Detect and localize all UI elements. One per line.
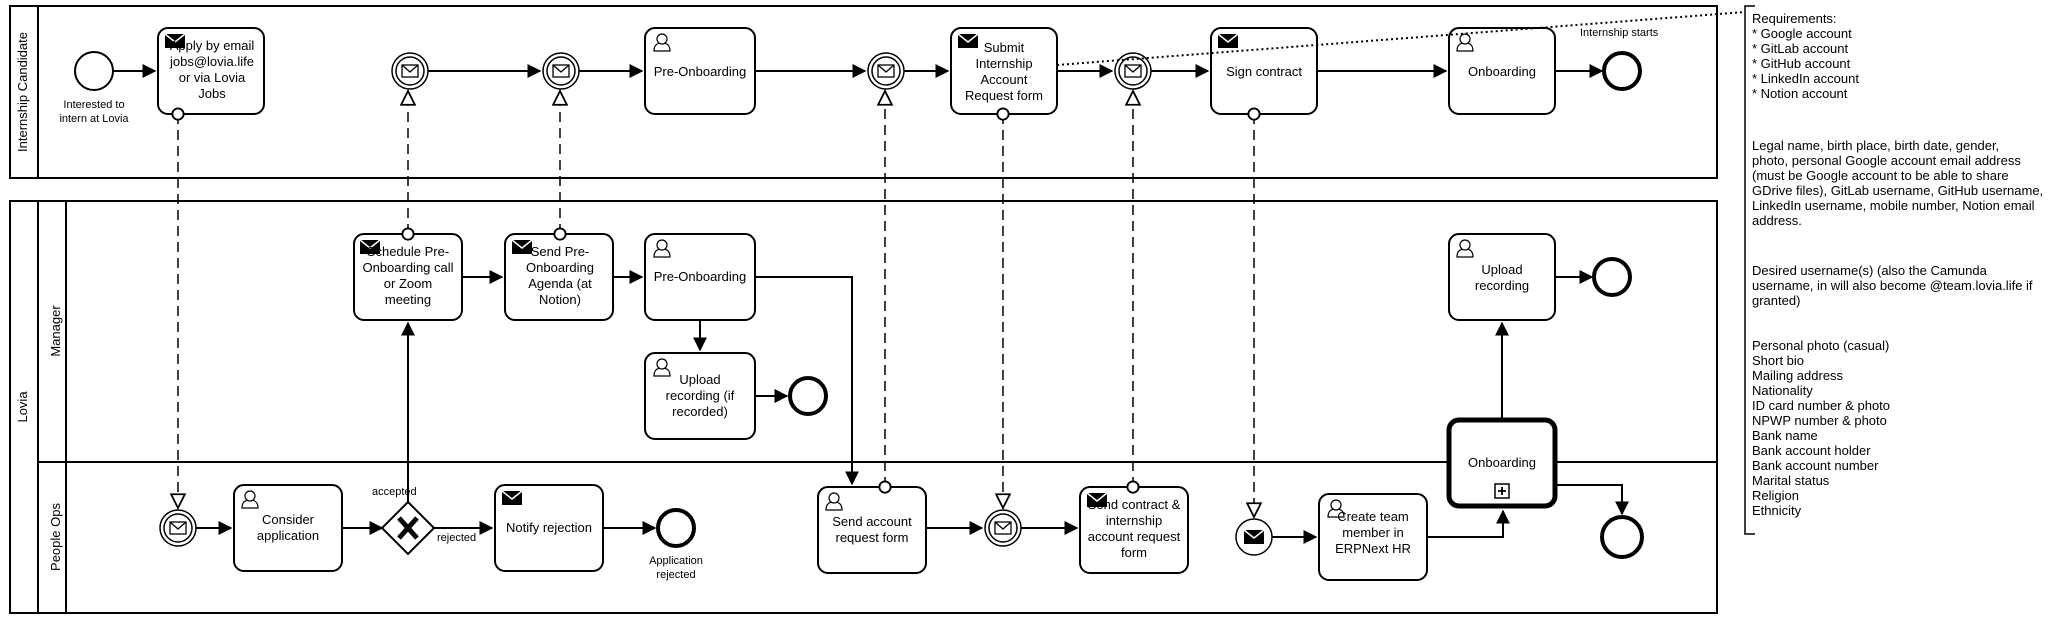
accepted-label: accepted: [372, 486, 417, 498]
text-annotation: Requirements:* Google account* GitLab ac…: [1752, 11, 2043, 518]
gateway-decision[interactable]: [380, 500, 436, 556]
catch-event-submitted-form[interactable]: [984, 509, 1022, 547]
lane-label-people-ops: People Ops: [48, 503, 63, 571]
pool-lovia: Lovia Manager People Ops: [9, 200, 1718, 614]
subprocess-onboarding[interactable]: Onboarding: [1446, 417, 1558, 509]
task-pre-onboarding-manager[interactable]: Pre-Onboarding: [644, 233, 756, 321]
pool-internship-candidate: Internship Candidate: [9, 5, 1718, 179]
catch-event-agenda[interactable]: [542, 52, 580, 90]
catch-event-schedule[interactable]: [391, 52, 429, 90]
end-event-application-rejected[interactable]: [656, 508, 696, 548]
svg-text:Onboarding: Onboarding: [1468, 455, 1536, 470]
svg-text:Sign contract: Sign contract: [1226, 64, 1302, 79]
catch-event-contract[interactable]: [1114, 52, 1152, 90]
task-notify-rejection[interactable]: Notify rejection: [494, 484, 604, 572]
svg-text:Pre-Onboarding: Pre-Onboarding: [654, 269, 747, 284]
task-sign-contract[interactable]: Sign contract: [1210, 27, 1318, 115]
rejected-label: rejected: [437, 532, 476, 544]
start-event-candidate[interactable]: [74, 51, 114, 91]
catch-event-application[interactable]: [159, 509, 197, 547]
task-onboarding-candidate[interactable]: Onboarding: [1448, 27, 1556, 115]
pool-label-candidate: Internship Candidate: [15, 32, 30, 152]
annotation-requirements: Requirements:* Google account* GitLab ac…: [1752, 11, 1859, 101]
svg-text:Pre-Onboarding: Pre-Onboarding: [654, 64, 747, 79]
svg-text:Onboarding: Onboarding: [1468, 64, 1536, 79]
lane-label-manager: Manager: [48, 305, 63, 357]
pool-label-lovia: Lovia: [15, 391, 30, 423]
catch-event-signed-contract[interactable]: [1235, 518, 1273, 556]
annotation-legal: Legal name, birth place, birth date, gen…: [1752, 138, 2043, 228]
end-event-onboarding[interactable]: [1600, 515, 1644, 559]
end-event-internship-starts[interactable]: [1602, 51, 1642, 91]
message-flows: [178, 91, 1254, 517]
svg-text:Notify rejection: Notify rejection: [506, 520, 592, 535]
end-event-upload-if[interactable]: [788, 376, 828, 416]
internship-starts-label: Internship starts: [1580, 27, 1659, 39]
task-pre-onboarding-candidate[interactable]: Pre-Onboarding: [644, 27, 756, 115]
end-event-upload[interactable]: [1592, 257, 1632, 297]
catch-event-account-form[interactable]: [867, 52, 905, 90]
